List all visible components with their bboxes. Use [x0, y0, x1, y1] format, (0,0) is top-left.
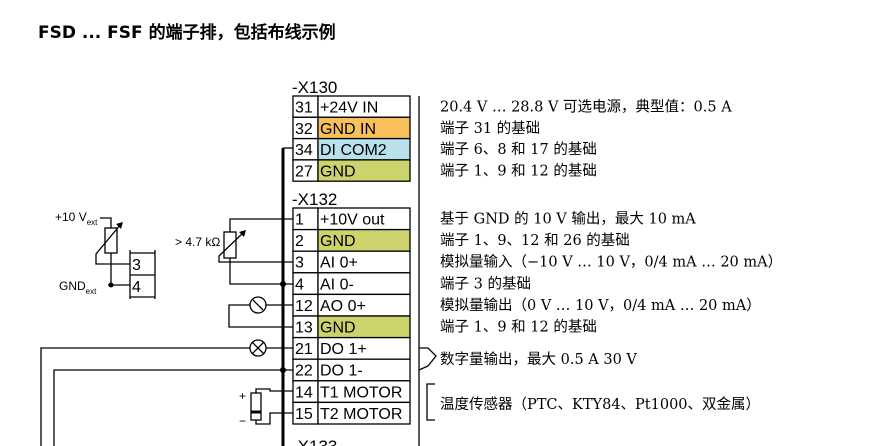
terminal-number: 21	[295, 341, 313, 358]
pot-resistance-label: > 4.7 kΩ	[175, 235, 220, 249]
plus-sign: +	[239, 389, 246, 403]
terminal-label-cell	[317, 401, 411, 425]
terminal-label: GND IN	[320, 121, 376, 138]
terminal-label: T2 MOTOR	[320, 406, 402, 423]
terminal-description: 模拟量输入（−10 V … 10 V，0/4 mA … 20 mA）	[440, 254, 782, 271]
terminal-description: 端子 31 的基础	[440, 120, 540, 137]
terminal-label: +10V out	[320, 212, 385, 229]
lamp-icon	[40, 339, 293, 446]
terminal-number: 32	[295, 121, 313, 138]
terminal-label: T1 MOTOR	[320, 384, 402, 401]
terminal-number: 22	[295, 363, 313, 380]
terminal-description: 端子 3 的基础	[440, 275, 531, 292]
page-title: FSD ... FSF 的端子排，包括布线示例	[38, 22, 336, 43]
terminal-description: 端子 1、9 和 12 的基础	[440, 319, 597, 336]
temperature-sensor-desc: 温度传感器（PTC、KTY84、Pt1000、双金属）	[440, 396, 760, 413]
terminal-label: DI COM2	[320, 142, 387, 159]
ext-terminal-3: 3	[132, 257, 141, 274]
terminal-number: 34	[295, 142, 313, 159]
terminal-number: 15	[295, 406, 313, 423]
block-x132-label: -X132	[292, 190, 337, 209]
terminal-description: 端子 1、9 和 12 的基础	[440, 162, 597, 179]
terminal-number: 27	[295, 163, 313, 180]
terminal-number: 4	[295, 276, 304, 293]
block-x130-label: -X130	[292, 78, 337, 97]
terminal-label-cell	[317, 159, 411, 182]
terminal-label: AI 0+	[320, 255, 358, 272]
terminal-description: 20.4 V … 28.8 V 可选电源，典型值：0.5 A	[440, 99, 732, 116]
terminal-description: 端子 1、9、12 和 26 的基础	[440, 232, 630, 249]
digital-output-desc: 数字量输出，最大 0.5 A 30 V	[440, 351, 637, 368]
terminal-description: 模拟量输出（0 V … 10 V，0/4 mA … 20 mA）	[440, 297, 761, 314]
terminal-label: GND	[320, 320, 356, 337]
ext-gnd-label: GNDext	[59, 279, 97, 296]
block-x133-label: -X133	[292, 437, 337, 446]
potentiometer-icon	[218, 218, 293, 285]
terminal-label: DO 1-	[320, 363, 363, 380]
terminal-description: 基于 GND 的 10 V 输出，最大 10 mA	[440, 211, 696, 228]
terminal-number: 3	[295, 255, 304, 272]
temperature-sensor-icon	[250, 388, 293, 425]
ext-10v-label: +10 Vext	[55, 210, 98, 227]
terminal-number: 31	[295, 100, 313, 117]
terminal-label: GND	[320, 163, 356, 180]
terminal-number: 12	[295, 298, 313, 315]
meter-icon	[228, 296, 293, 328]
external-terminal-block	[129, 250, 156, 299]
terminal-label: AO 0+	[320, 298, 366, 315]
terminal-label: +24V IN	[320, 100, 378, 117]
terminal-number: 14	[295, 384, 313, 401]
digital-output-bracket	[418, 347, 437, 371]
terminal-number: 2	[295, 233, 304, 250]
temperature-bracket	[426, 383, 435, 421]
terminal-label: GND	[320, 233, 356, 250]
terminal-number: 1	[295, 212, 304, 229]
terminal-label: DO 1+	[320, 341, 367, 358]
ext-terminal-4: 4	[132, 279, 141, 296]
minus-sign: −	[239, 414, 246, 428]
terminal-description: 端子 6、8 和 17 的基础	[440, 141, 597, 158]
external-potentiometer-icon	[95, 217, 130, 286]
terminal-label: AI 0-	[320, 276, 354, 293]
terminal-number: 13	[295, 320, 313, 337]
